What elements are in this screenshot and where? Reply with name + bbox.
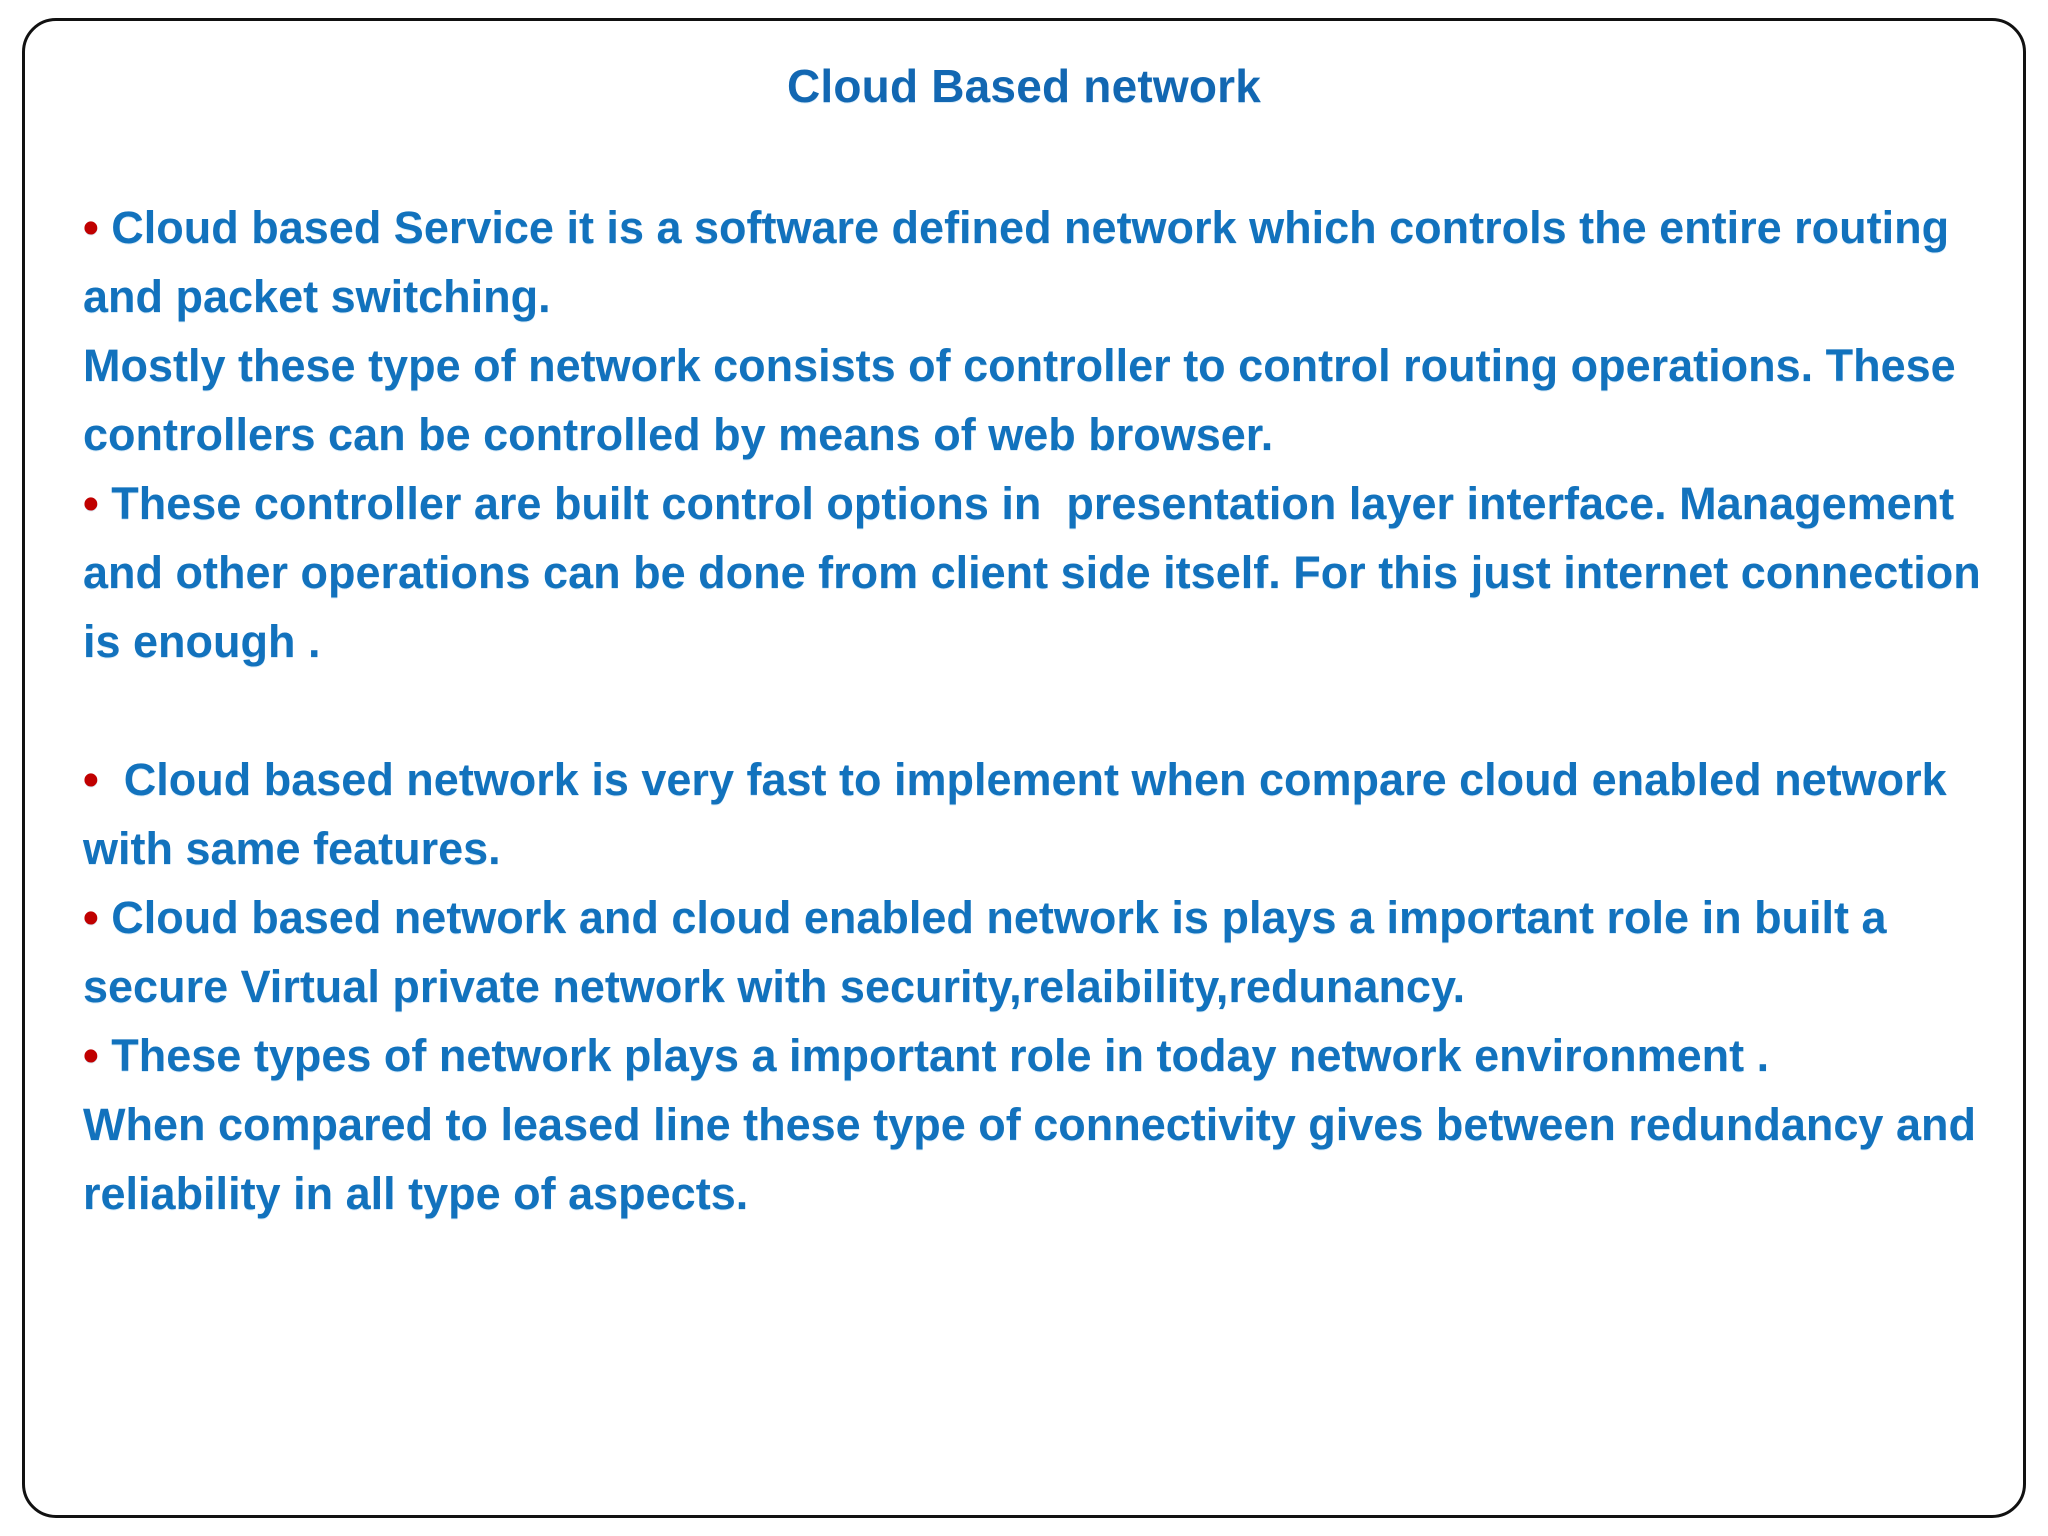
bullet-icon: • bbox=[83, 1030, 99, 1081]
paragraph-text: These controller are built control optio… bbox=[83, 478, 1994, 667]
bullet-paragraph: • These types of network plays a importa… bbox=[83, 1021, 1983, 1228]
bullet-icon: • bbox=[83, 892, 99, 943]
paragraph-text: These types of network plays a important… bbox=[83, 1030, 1976, 1219]
slide-border-frame: Cloud Based network • Cloud based Servic… bbox=[22, 18, 2026, 1518]
bullet-paragraph: • Cloud based network and cloud enabled … bbox=[83, 883, 1983, 1021]
paragraph-text: Cloud based Service it is a software def… bbox=[83, 202, 1956, 460]
bullet-paragraph: • Cloud based Service it is a software d… bbox=[83, 193, 1983, 469]
bullet-icon: • bbox=[83, 478, 99, 529]
paragraph-text: Cloud based network and cloud enabled ne… bbox=[83, 892, 1900, 1012]
page-title: Cloud Based network bbox=[786, 60, 1262, 112]
bullet-paragraph: • These controller are built control opt… bbox=[83, 469, 1983, 676]
bullet-icon: • bbox=[83, 754, 99, 805]
spacer-paragraph bbox=[83, 676, 1983, 745]
slide-body: • Cloud based Service it is a software d… bbox=[83, 193, 1983, 1475]
paragraph-text: Cloud based network is very fast to impl… bbox=[83, 754, 1960, 874]
bullet-paragraph: • Cloud based network is very fast to im… bbox=[83, 745, 1983, 883]
bullet-icon: • bbox=[83, 202, 99, 253]
